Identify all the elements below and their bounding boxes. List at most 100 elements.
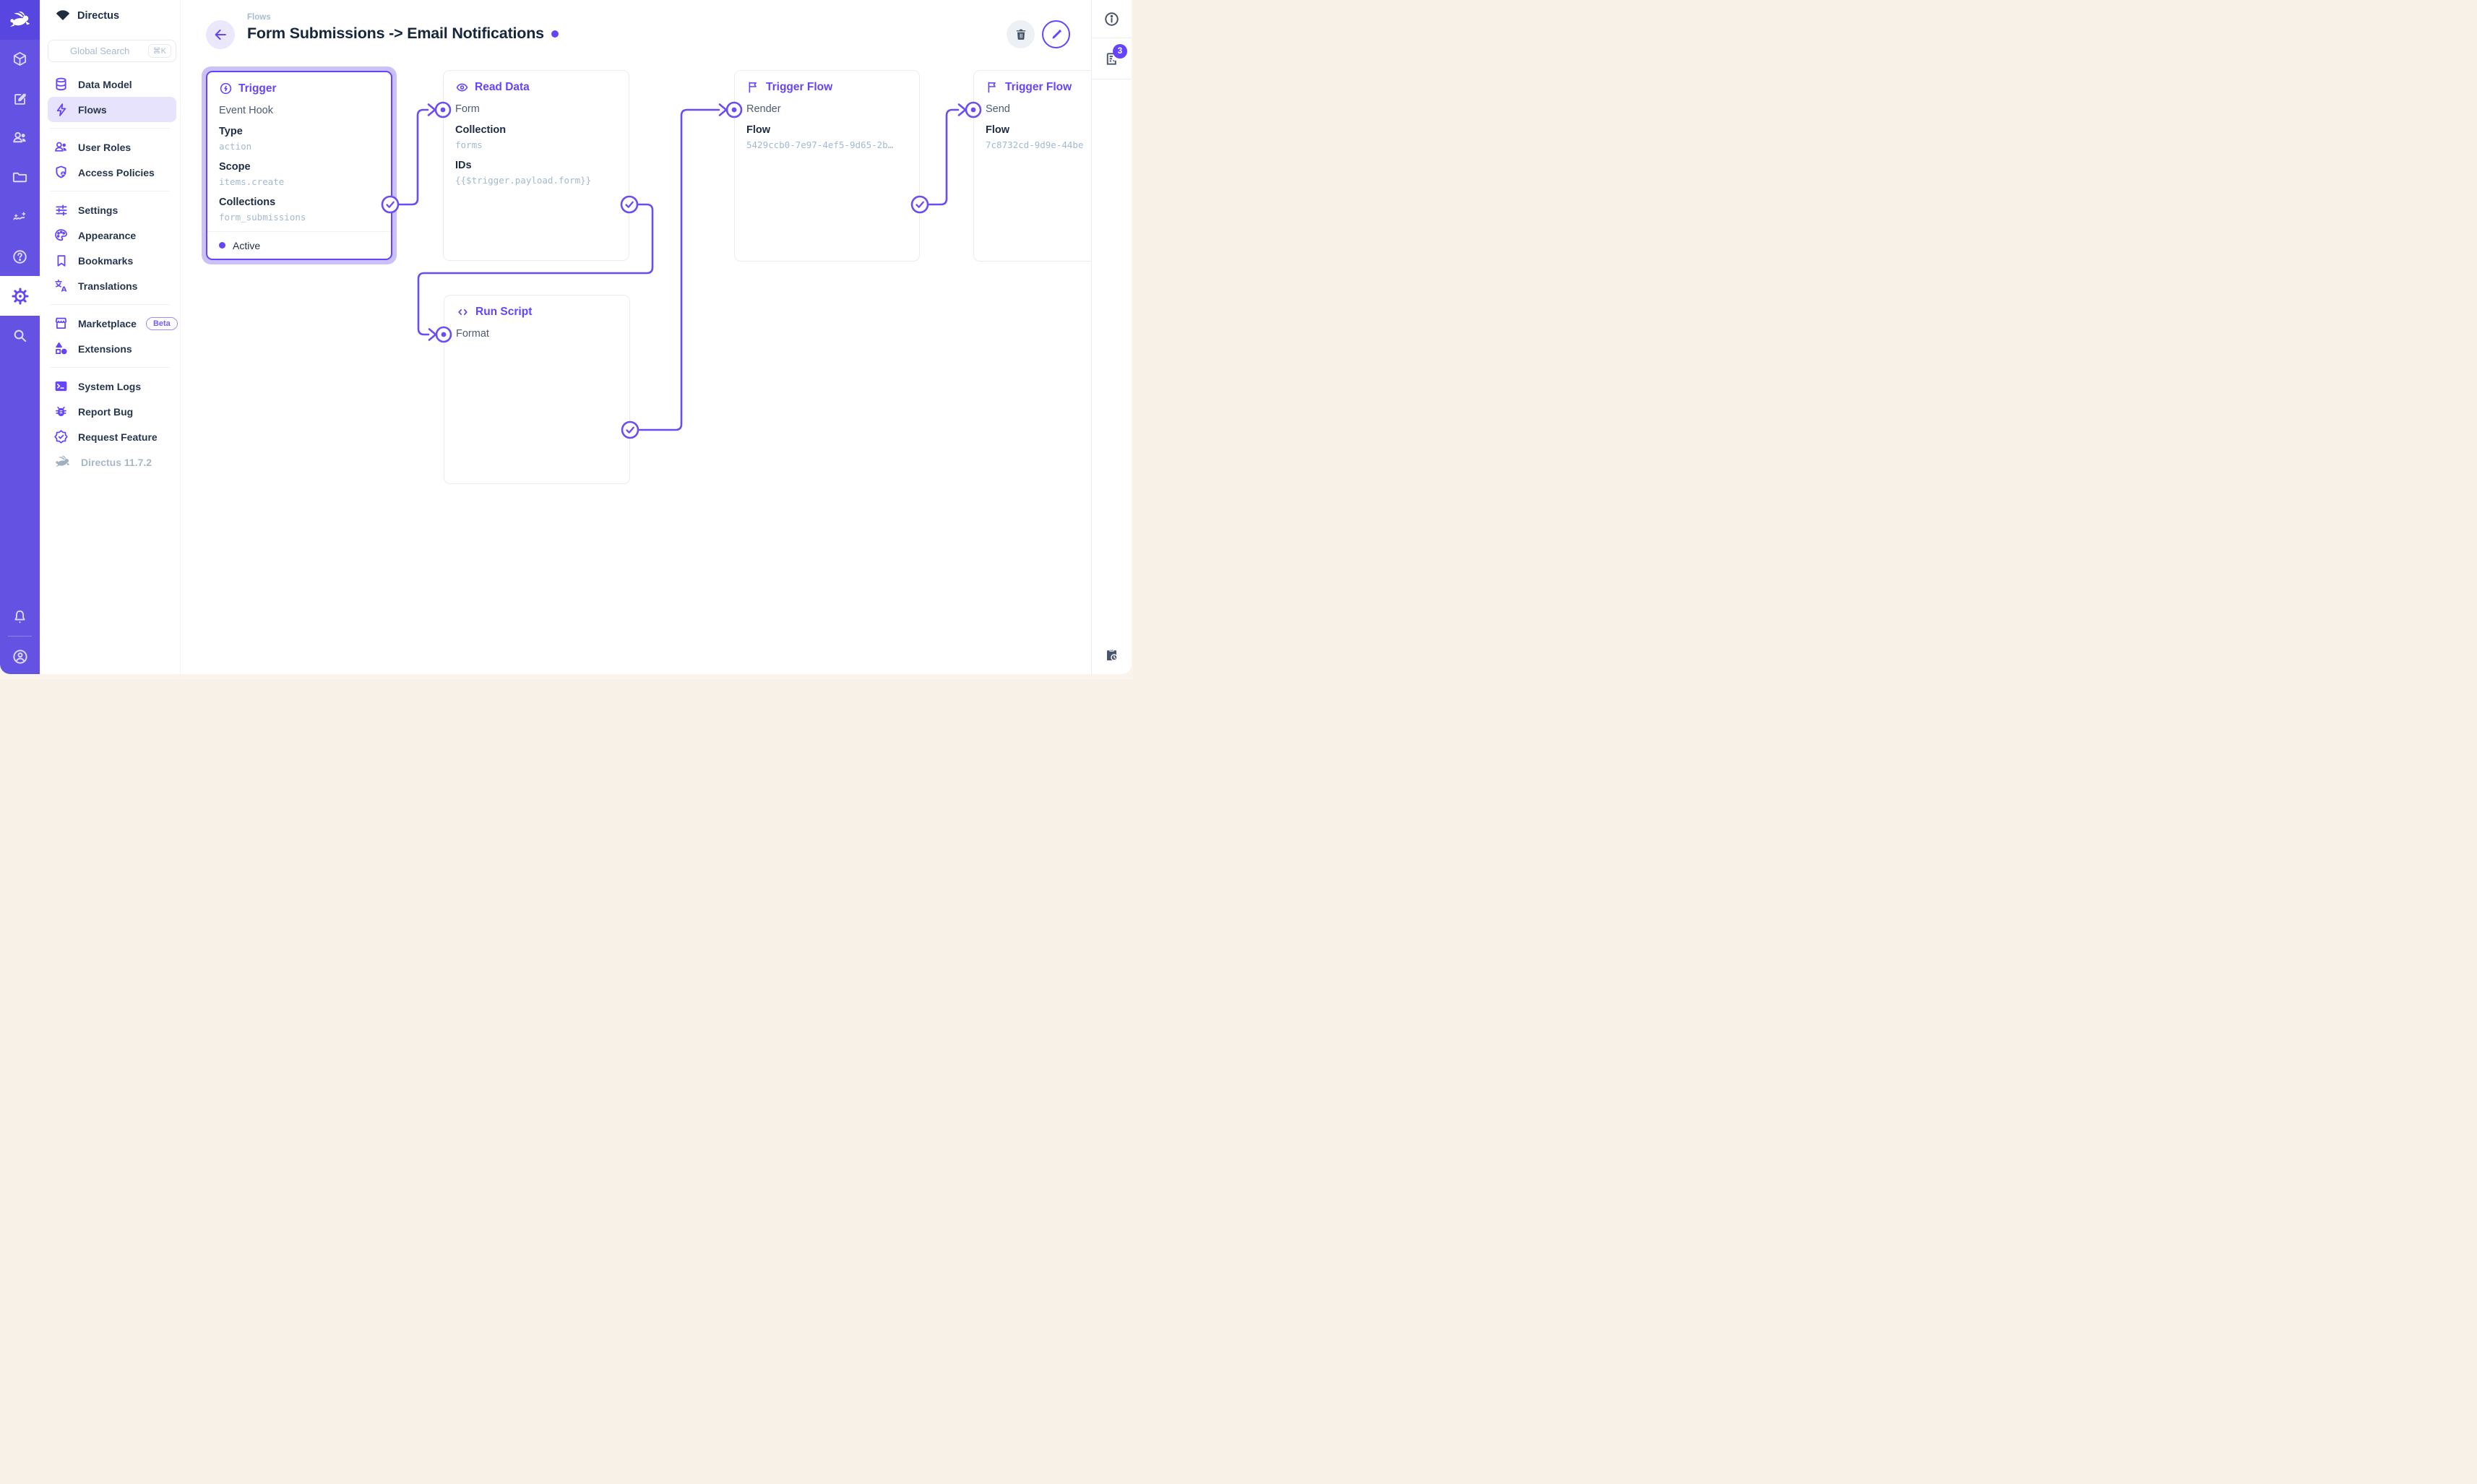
sidebar-item-translations[interactable]: A Translations (48, 273, 176, 298)
activity-log-button[interactable]: 3 (1092, 38, 1132, 79)
node-title-row: Trigger (219, 82, 379, 95)
flow-node-run-script[interactable]: Run Script Format (444, 295, 630, 484)
back-button[interactable] (206, 20, 235, 49)
node-title: Trigger (238, 82, 277, 95)
sidebar-item-user-roles[interactable]: User Roles (48, 134, 176, 160)
node-subtitle: Format (456, 328, 489, 340)
edit-square-icon (12, 91, 28, 107)
sidebar-item-access-policies[interactable]: Access Policies (48, 160, 176, 185)
active-status-dot (219, 242, 225, 249)
sliders-icon (53, 202, 69, 217)
settings-module-button[interactable] (0, 276, 40, 316)
right-rail: 3 (1091, 0, 1132, 674)
search-icon (12, 327, 28, 344)
project-row[interactable]: Directus (40, 0, 180, 22)
page-title: Form Submissions -> Email Notifications (247, 25, 544, 42)
sidebar-item-label: Access Policies (78, 166, 155, 178)
insights-module-button[interactable] (0, 197, 40, 237)
node-subtitle: Send (986, 103, 1010, 115)
palette-icon (53, 228, 69, 243)
directus-logo-tile[interactable] (0, 0, 40, 40)
sidebar-item-bookmarks[interactable]: Bookmarks (48, 248, 176, 273)
page-header: Flows Form Submissions -> Email Notifica… (181, 0, 1091, 69)
flow-node-trigger[interactable]: Trigger Event Hook Type action Scope ite… (206, 71, 392, 260)
sidebar-item-settings[interactable]: Settings (48, 197, 176, 223)
status-badge: Active (233, 239, 261, 251)
info-icon (1103, 11, 1120, 27)
bookmark-icon (53, 253, 69, 268)
nav-divider (50, 128, 170, 129)
field-value: action (219, 141, 252, 152)
editor-module-button[interactable] (0, 79, 40, 118)
pencil-icon (1050, 28, 1063, 41)
flag-icon (986, 80, 999, 94)
flow-node-read-data[interactable]: Read Data Form Collection forms IDs {{$t… (443, 70, 629, 261)
sidebar-item-data-model[interactable]: Data Model (48, 72, 176, 97)
clipboard-clock-icon (1103, 647, 1120, 663)
node-subtitle: Render (746, 103, 781, 115)
node-title: Trigger Flow (766, 80, 833, 93)
node-title-row: Run Script (456, 305, 618, 319)
node-title-row: Trigger Flow (986, 80, 1091, 94)
log-count-badge: 3 (1113, 43, 1127, 59)
sidebar-item-request-feature[interactable]: Request Feature (48, 424, 176, 449)
files-module-button[interactable] (0, 158, 40, 197)
field-value: 5429ccb0-7e97-4ef5-9d65-2b… (746, 139, 894, 150)
breadcrumb[interactable]: Flows (247, 13, 271, 22)
revisions-button[interactable] (1092, 636, 1132, 674)
flow-node-trigger-flow-send[interactable]: Trigger Flow Send Flow 7c8732cd-9d9e-44b… (973, 70, 1091, 262)
sidebar-item-system-logs[interactable]: System Logs (48, 374, 176, 399)
flow-canvas[interactable]: Trigger Event Hook Type action Scope ite… (181, 0, 1091, 674)
flow-node-trigger-flow-render[interactable]: Trigger Flow Render Flow 5429ccb0-7e97-4… (734, 70, 920, 262)
storefront-icon (53, 316, 69, 331)
code-icon (456, 305, 470, 319)
arrow-left-icon (212, 27, 228, 43)
bug-icon (53, 404, 69, 419)
notifications-button[interactable] (0, 597, 40, 637)
sidebar-item-label: Report Bug (78, 405, 134, 418)
search-placeholder: Global Search (70, 46, 130, 56)
field-label: Collection (455, 124, 507, 136)
sidebar-item-appearance[interactable]: Appearance (48, 223, 176, 248)
sidebar-item-flows[interactable]: Flows (48, 97, 176, 122)
translate-icon: A (53, 278, 69, 293)
flow-editor: Trigger Event Hook Type action Scope ite… (181, 0, 1091, 674)
sidebar-item-marketplace[interactable]: Marketplace Beta (48, 311, 178, 336)
flow-color-dot (551, 30, 559, 38)
database-icon (53, 77, 69, 92)
search-module-button[interactable] (0, 316, 40, 355)
users-module-button[interactable] (0, 118, 40, 158)
delete-button[interactable] (1007, 20, 1035, 48)
global-search-input[interactable]: Global Search ⌘K (48, 40, 176, 62)
sidebar-item-label: Extensions (78, 342, 132, 355)
nav-list: Data Model Flows User Roles Access Polic… (40, 72, 180, 475)
shield-user-icon (53, 165, 69, 180)
module-bar (0, 0, 40, 674)
field-value: items.create (219, 176, 285, 187)
user-menu-button[interactable] (0, 637, 40, 674)
people-icon (53, 139, 69, 155)
field-label: Flow (986, 124, 1010, 136)
sidebar-item-extensions[interactable]: Extensions (48, 336, 176, 361)
screen: Directus Global Search ⌘K Data Model Flo… (0, 0, 1133, 679)
sidebar-item-label: Request Feature (78, 431, 158, 443)
sidebar-item-label: Appearance (78, 229, 137, 241)
field-label: Flow (746, 124, 771, 136)
version-label: Directus 11.7.2 (81, 456, 152, 468)
people-icon (12, 129, 28, 146)
help-module-button[interactable] (0, 237, 40, 277)
field-label: Type (219, 126, 243, 137)
edit-button[interactable] (1042, 20, 1070, 48)
sidebar-item-report-bug[interactable]: Report Bug (48, 399, 176, 424)
nav-sidebar: Directus Global Search ⌘K Data Model Flo… (40, 0, 181, 674)
field-label: Collections (219, 197, 276, 208)
content-module-button[interactable] (0, 39, 40, 79)
node-subtitle: Event Hook (219, 105, 273, 116)
node-title: Trigger Flow (1005, 80, 1072, 93)
info-button[interactable] (1092, 0, 1132, 38)
app-window: Directus Global Search ⌘K Data Model Flo… (0, 0, 1132, 674)
shapes-icon (53, 341, 69, 356)
search-shortcut: ⌘K (147, 44, 171, 58)
beta-badge: Beta (145, 316, 178, 330)
svg-text:A: A (61, 285, 67, 293)
